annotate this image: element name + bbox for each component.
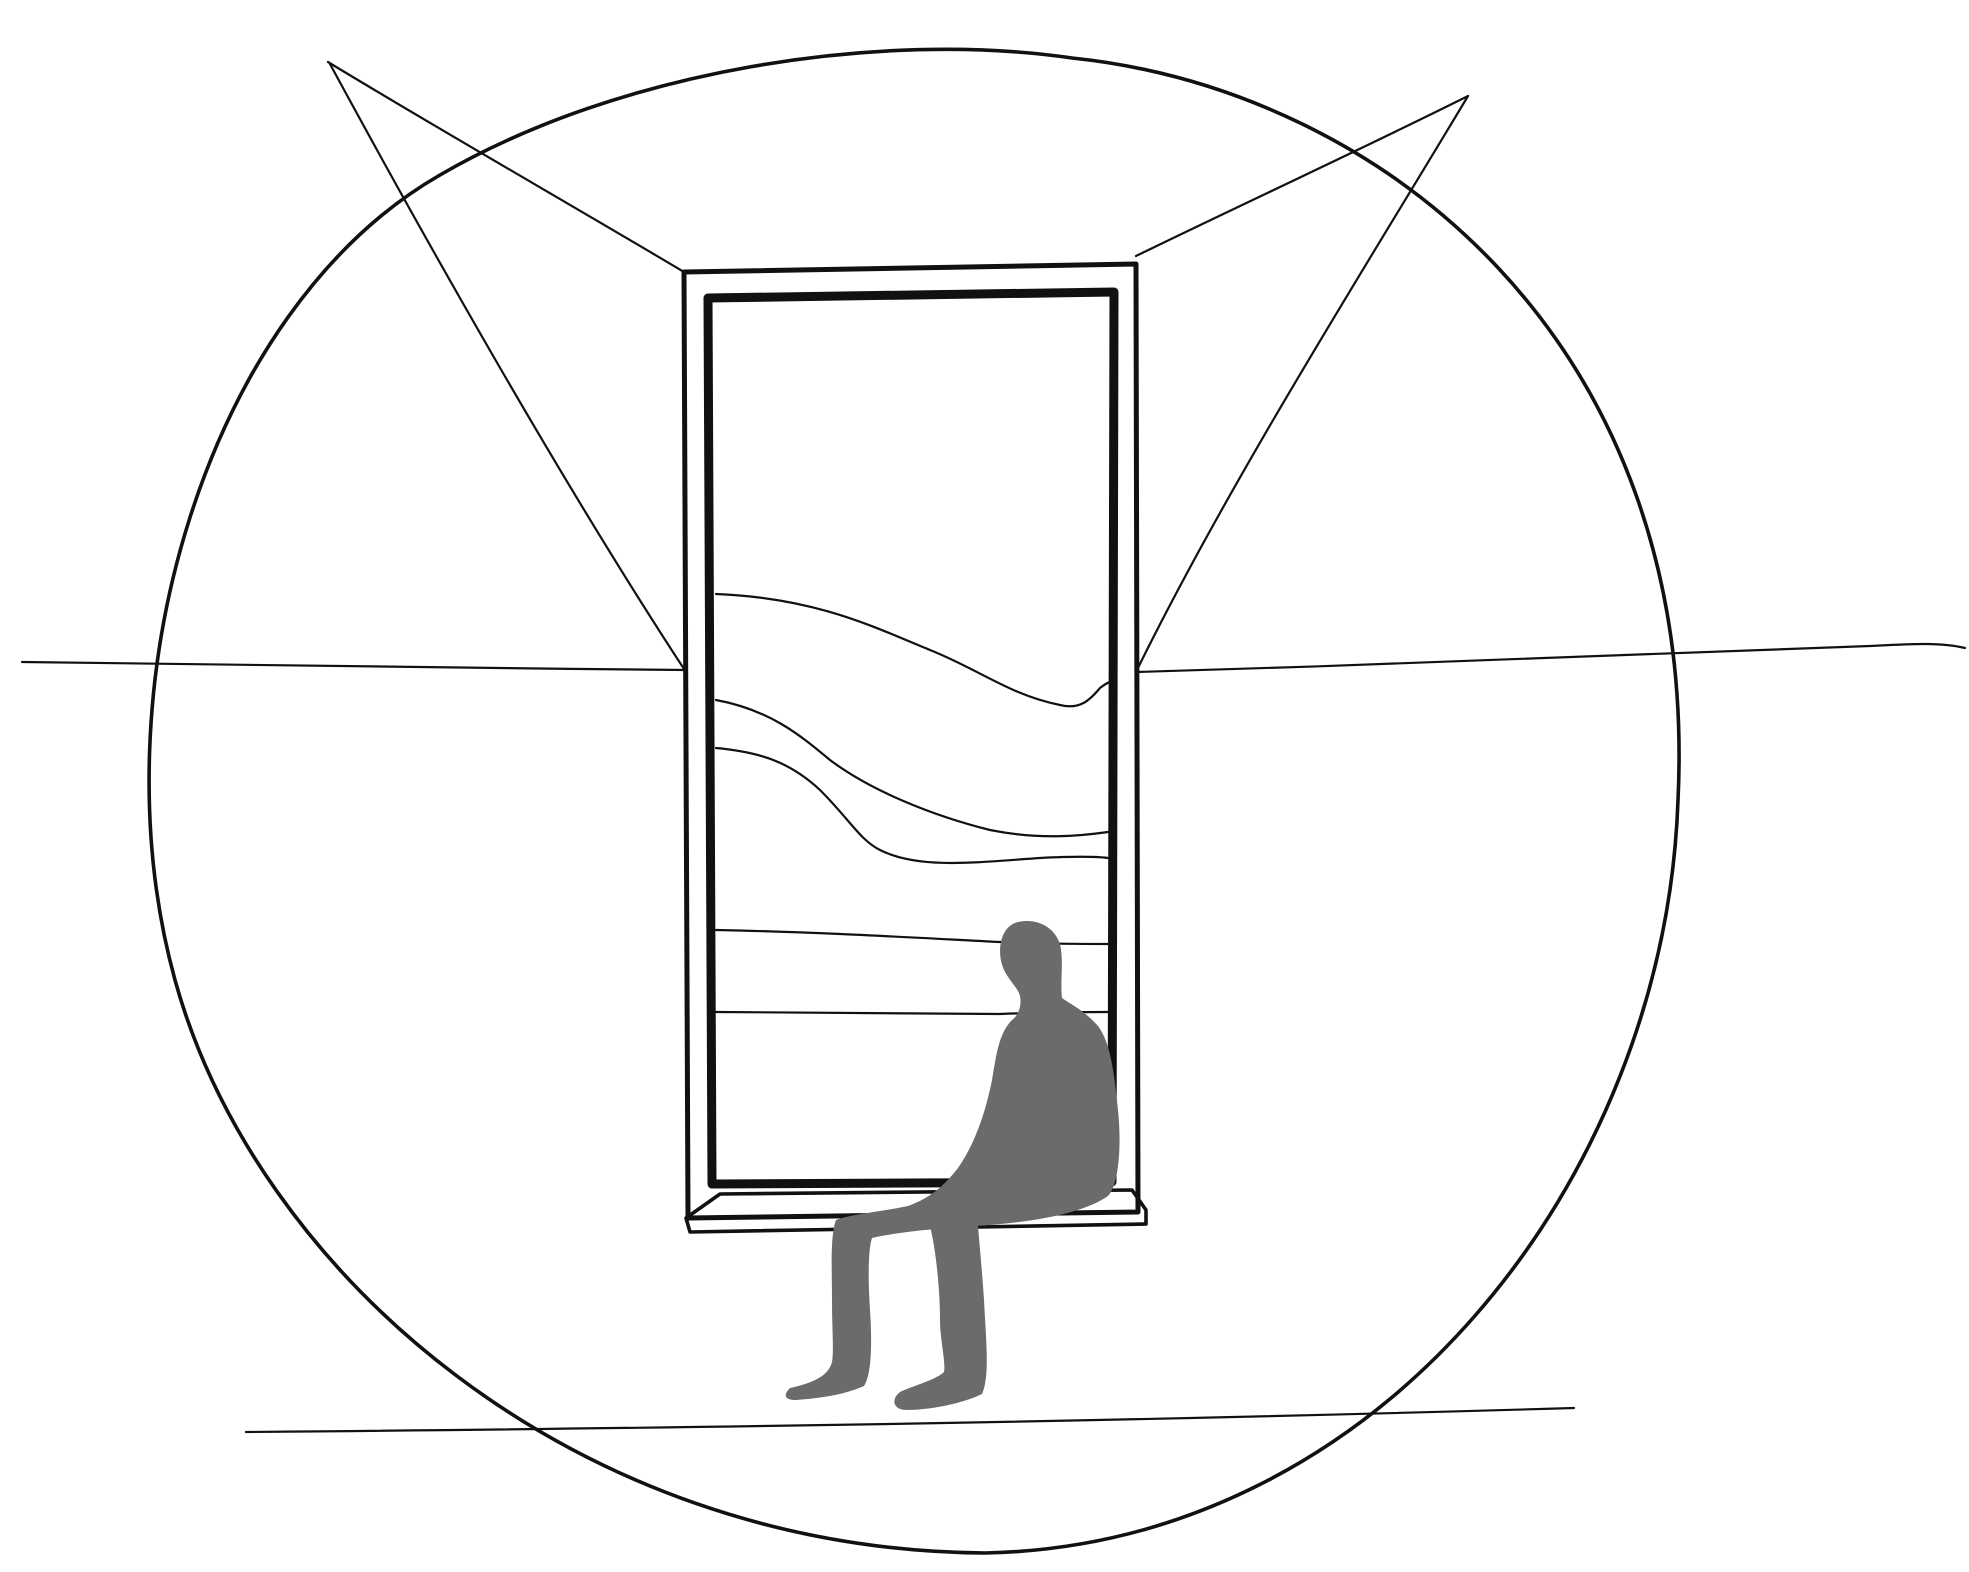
floor-line [244,1406,1576,1434]
landscape-ridge-2 [714,698,1110,838]
left-projection-upper [326,60,686,274]
window-sill [684,1188,1148,1234]
window-outer-frame [681,261,1141,1221]
landscape-ridge-1 [714,592,1112,708]
enclosing-circle [147,47,1681,1555]
seated-person-silhouette [785,920,1120,1400]
horizon-line-right [1135,642,1967,674]
right-projection-lower [1134,94,1470,674]
horizon-line-left [20,660,688,672]
landscape-ridge-3 [714,746,1110,865]
right-projection-upper [1134,94,1470,258]
left-projection-lower [328,62,688,674]
landscape-line-4 [714,928,1110,946]
seated-person-leg-right [894,1226,987,1410]
